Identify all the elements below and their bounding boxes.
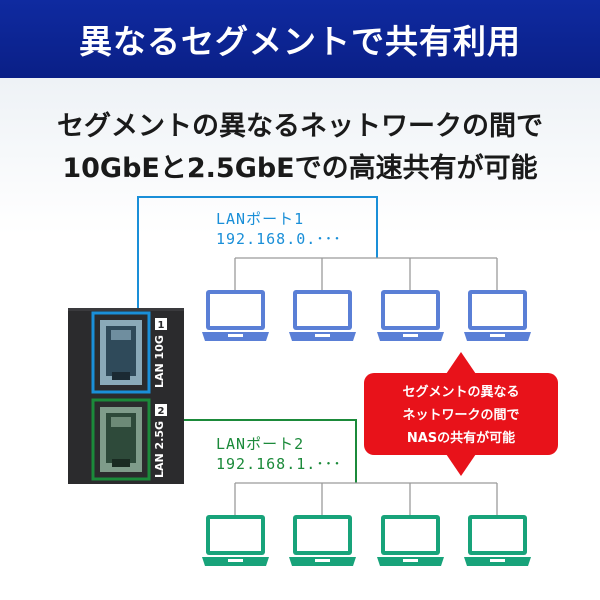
port1-number-badge: 1 — [155, 318, 167, 331]
device-label-port1: LAN 10G — [153, 335, 166, 388]
laptop-icon — [464, 290, 531, 341]
green-tree-lines — [234, 482, 498, 515]
port1-number: 1 — [158, 320, 165, 331]
laptop-icon — [202, 515, 269, 566]
port1-device-label: LAN 10G — [153, 335, 166, 388]
blue-tree-lines — [234, 257, 498, 290]
green-network-lines — [165, 419, 357, 483]
ethernet-port-icon — [91, 311, 151, 394]
page-title: 異なるセグメントで共有利用 — [79, 22, 521, 61]
laptop-icon — [377, 290, 444, 341]
port2-number: 2 — [158, 406, 165, 417]
port1-name: LANポート1 — [216, 210, 305, 228]
laptop-icon — [464, 515, 531, 566]
laptop-icon — [377, 515, 444, 566]
laptop-icon — [289, 515, 356, 566]
callout-line-3: NASの共有が可能 — [406, 431, 516, 446]
port1-address: 192.168.0.･･･ — [216, 230, 342, 248]
callout-line-1: セグメントの異なる — [402, 385, 520, 400]
headline-line-1: セグメントの異なるネットワークの間で — [57, 111, 543, 142]
port2-number-badge: 2 — [155, 404, 167, 417]
headline-line-2: 10GbEと2.5GbEでの高速共有が可能 — [62, 153, 538, 184]
port2-name: LANポート2 — [216, 435, 305, 453]
header-banner: 異なるセグメントで共有利用 — [0, 0, 600, 78]
ethernet-port-icon — [91, 398, 151, 481]
double-arrow-icon — [364, 352, 558, 476]
blue-network-lines — [137, 196, 378, 312]
port2-device-label: LAN 2.5G — [153, 421, 166, 478]
laptop-icon — [289, 290, 356, 341]
port2-address: 192.168.1.･･･ — [216, 455, 342, 473]
device-label-port2: LAN 2.5G — [153, 421, 166, 478]
callout-line-2: ネットワークの間で — [402, 408, 520, 423]
laptop-icon — [202, 290, 269, 341]
